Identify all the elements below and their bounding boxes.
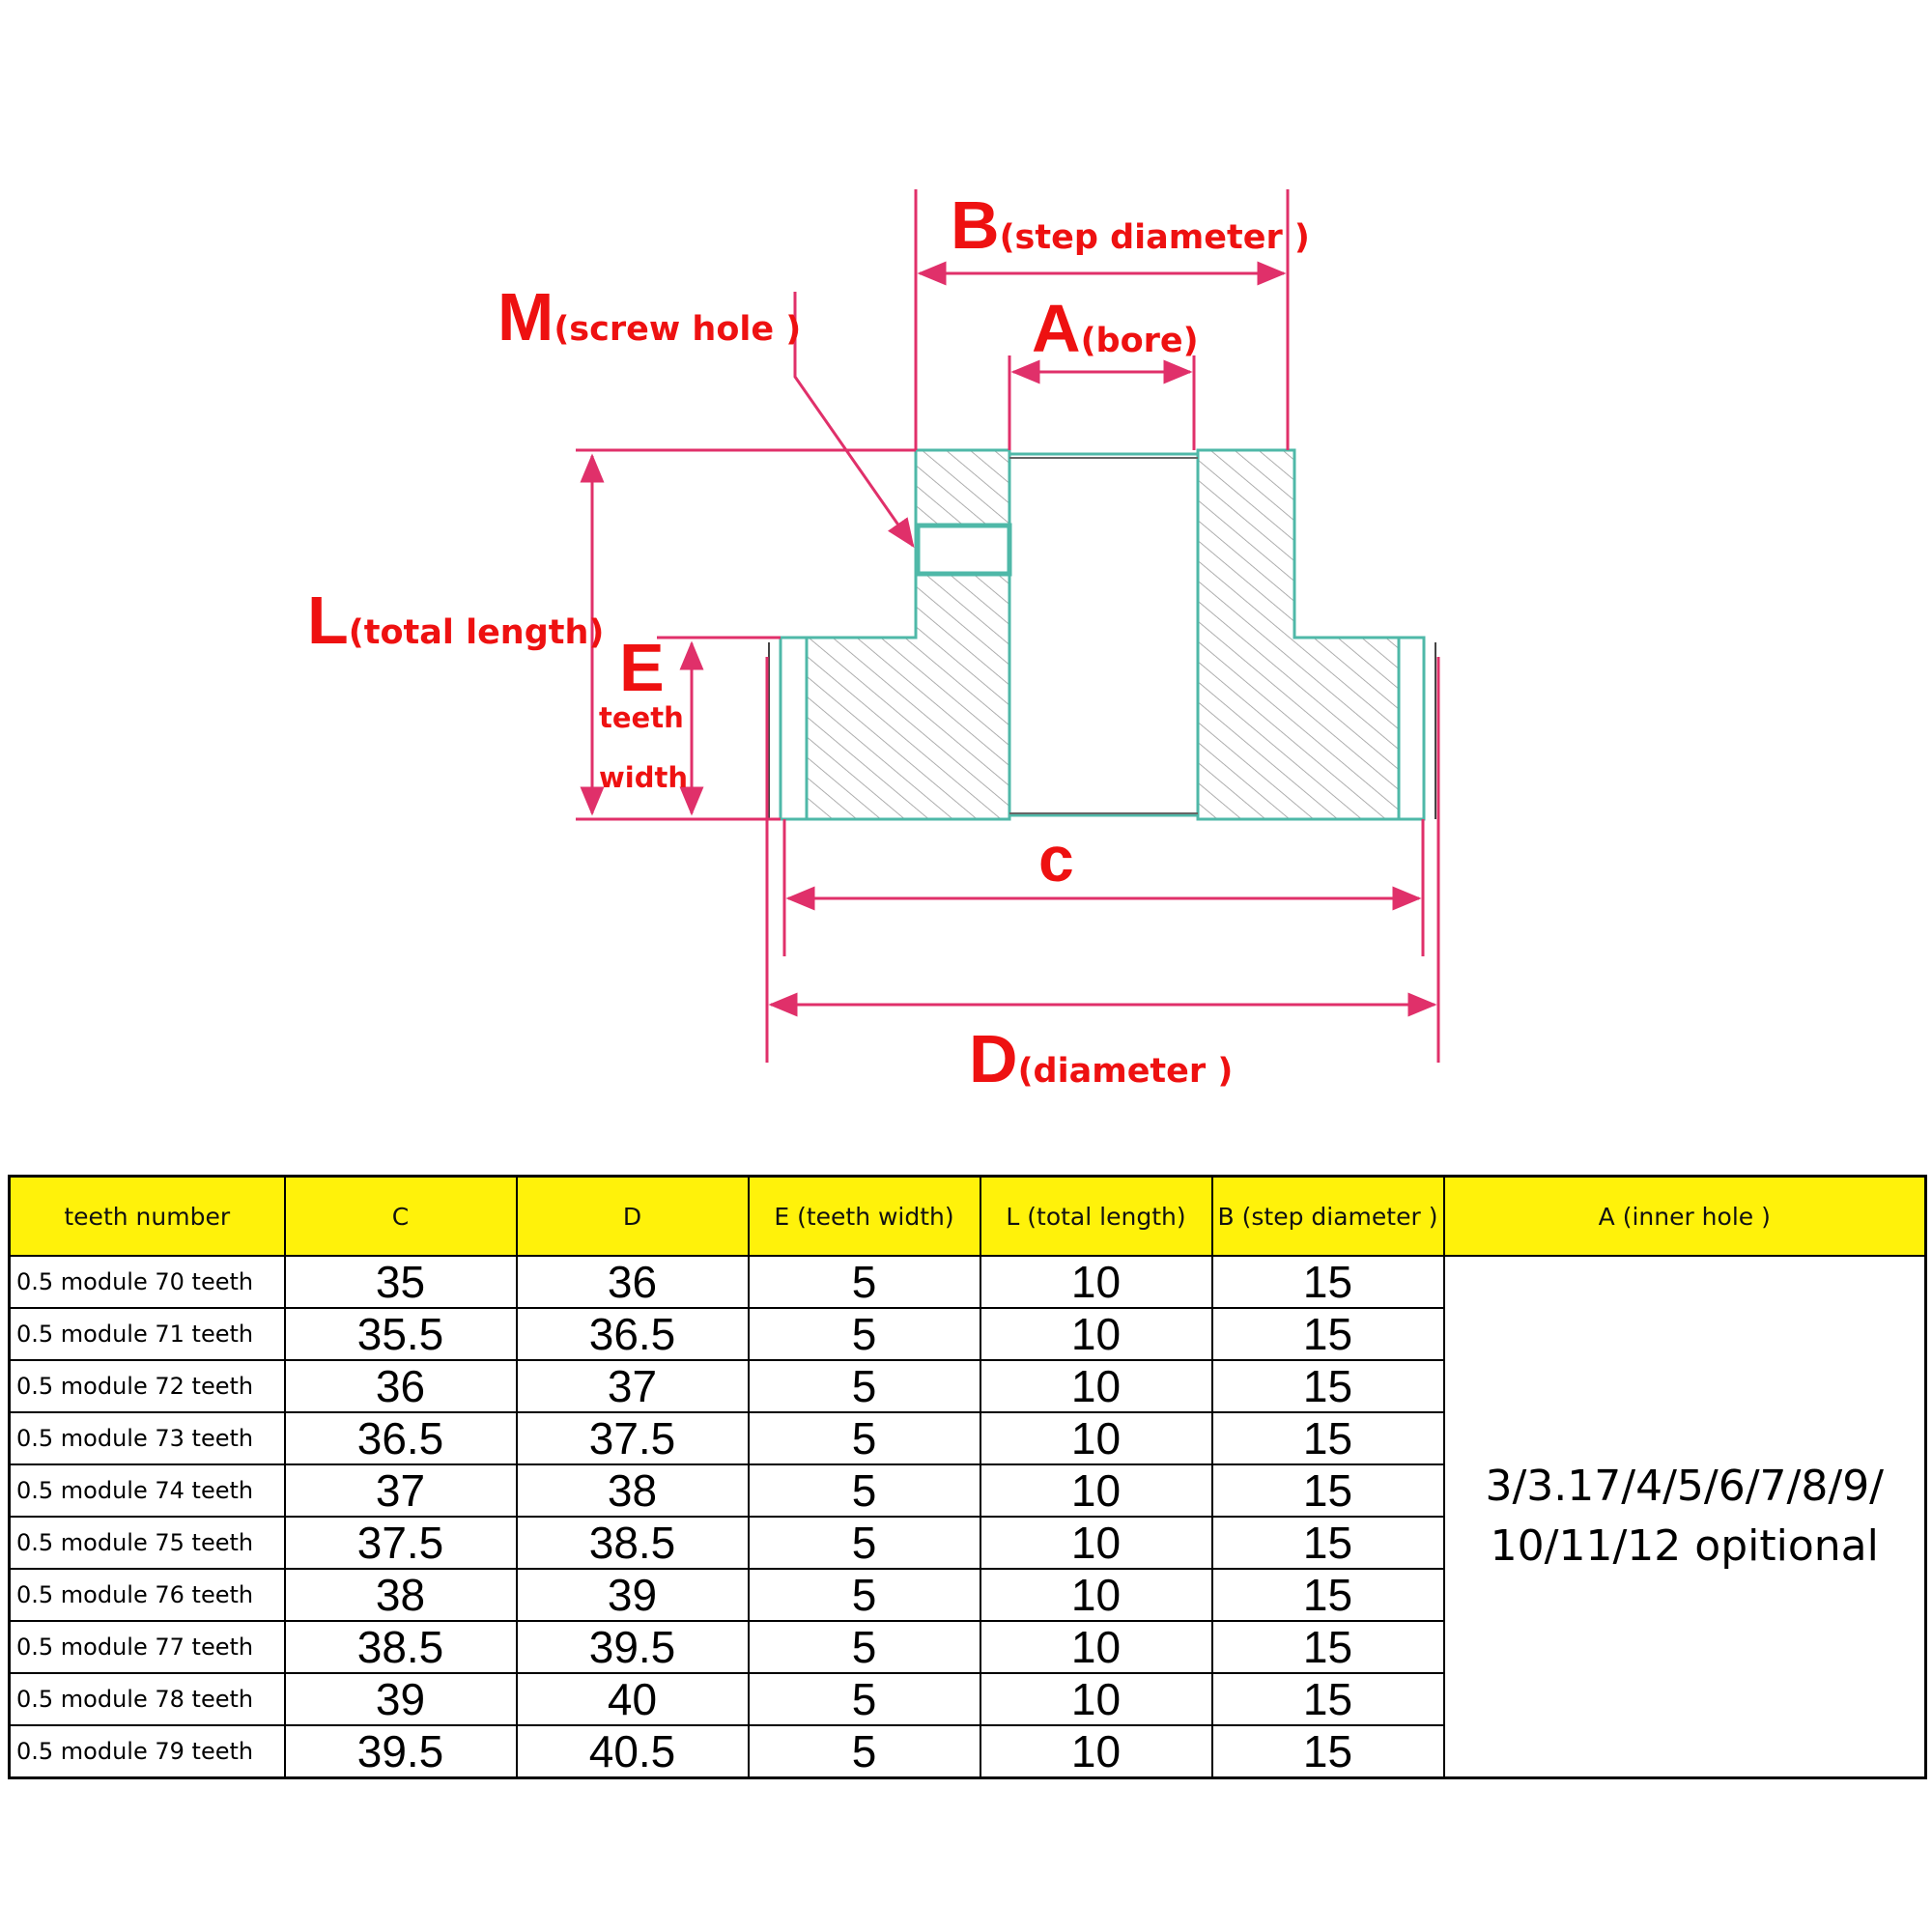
inner-hole-line1: 3/3.17/4/5/6/7/8/9/: [1485, 1462, 1885, 1511]
cell-teeth: 0.5 module 70 teeth: [8, 1255, 286, 1309]
cell-l: 10: [979, 1516, 1213, 1570]
spec-table: teeth number C D E (teeth width) L (tota…: [8, 1175, 1927, 1779]
table-row: 0.5 module 79 teeth 39.5 40.5 5 10 15: [8, 1724, 1926, 1779]
dimension-lines: [576, 189, 1440, 1063]
header-c: C: [283, 1175, 518, 1257]
cell-l: 10: [979, 1463, 1213, 1518]
gear-body-section: [768, 448, 1436, 821]
table-row: 0.5 module 72 teeth 36 37 5 10 15: [8, 1359, 1926, 1413]
table-header-row: teeth number C D E (teeth width) L (tota…: [8, 1175, 1927, 1257]
cell-teeth: 0.5 module 72 teeth: [8, 1359, 286, 1413]
table-row: 0.5 module 76 teeth 38 39 5 10 15: [8, 1568, 1926, 1622]
cell-l: 10: [979, 1307, 1213, 1361]
cell-e: 5: [747, 1411, 981, 1465]
label-c: c: [1038, 823, 1074, 895]
teeth-right: [1397, 636, 1426, 821]
cell-c: 39.5: [283, 1724, 518, 1779]
cell-b: 15: [1210, 1724, 1445, 1779]
cell-teeth: 0.5 module 73 teeth: [8, 1411, 286, 1465]
label-l: L(total length): [307, 582, 604, 658]
label-e: E: [619, 630, 665, 705]
cell-b: 15: [1210, 1359, 1445, 1413]
cell-c: 35.5: [283, 1307, 518, 1361]
cell-e: 5: [747, 1516, 981, 1570]
cell-e: 5: [747, 1255, 981, 1309]
cell-d: 39.5: [515, 1620, 750, 1674]
cell-e: 5: [747, 1620, 981, 1674]
header-b: B (step diameter ): [1210, 1175, 1445, 1257]
cell-e: 5: [747, 1672, 981, 1726]
cell-l: 10: [979, 1620, 1213, 1674]
cell-l: 10: [979, 1568, 1213, 1622]
header-d: D: [515, 1175, 750, 1257]
cell-b: 15: [1210, 1463, 1445, 1518]
table-row: 0.5 module 73 teeth 36.5 37.5 5 10 15: [8, 1411, 1926, 1465]
cell-teeth: 0.5 module 74 teeth: [8, 1463, 286, 1518]
cell-teeth: 0.5 module 75 teeth: [8, 1516, 286, 1570]
label-b: B(step diameter ): [951, 187, 1310, 263]
label-d: D(diameter ): [969, 1021, 1233, 1096]
cell-l: 10: [979, 1255, 1213, 1309]
table-row: 0.5 module 71 teeth 35.5 36.5 5 10 15: [8, 1307, 1926, 1361]
cell-d: 37: [515, 1359, 750, 1413]
cell-c: 37.5: [283, 1516, 518, 1570]
cell-d: 37.5: [515, 1411, 750, 1465]
label-e-width: width: [599, 761, 688, 794]
table-row: 0.5 module 78 teeth 39 40 5 10 15: [8, 1672, 1926, 1726]
cell-c: 35: [283, 1255, 518, 1309]
label-a: A(bore): [1032, 291, 1199, 366]
cell-l: 10: [979, 1724, 1213, 1779]
table-row: 0.5 module 74 teeth 37 38 5 10 15: [8, 1463, 1926, 1518]
cell-teeth: 0.5 module 76 teeth: [8, 1568, 286, 1622]
cell-d: 36: [515, 1255, 750, 1309]
label-m: M(screw hole ): [497, 279, 801, 355]
cell-c: 38.5: [283, 1620, 518, 1674]
header-e: E (teeth width): [747, 1175, 981, 1257]
screw-hole: [915, 523, 1012, 577]
cell-b: 15: [1210, 1672, 1445, 1726]
cell-teeth: 0.5 module 78 teeth: [8, 1672, 286, 1726]
cell-c: 36: [283, 1359, 518, 1413]
table-row: 0.5 module 70 teeth 35 36 5 10 15 3/3.17…: [8, 1255, 1927, 1779]
cell-d: 40.5: [515, 1724, 750, 1779]
gear-cross-section-diagram: B(step diameter ) M(screw hole ) A(bore)…: [307, 187, 1440, 1096]
cell-l: 10: [979, 1359, 1213, 1413]
cell-e: 5: [747, 1359, 981, 1413]
cell-b: 15: [1210, 1307, 1445, 1361]
header-l: L (total length): [979, 1175, 1213, 1257]
cell-d: 38.5: [515, 1516, 750, 1570]
cell-d: 39: [515, 1568, 750, 1622]
cell-b: 15: [1210, 1568, 1445, 1622]
table-row: 0.5 module 75 teeth 37.5 38.5 5 10 15: [8, 1516, 1926, 1570]
table-row: 0.5 module 77 teeth 38.5 39.5 5 10 15: [8, 1620, 1926, 1674]
cell-d: 38: [515, 1463, 750, 1518]
header-a: A (inner hole ): [1442, 1175, 1927, 1257]
cell-d: 36.5: [515, 1307, 750, 1361]
cell-l: 10: [979, 1672, 1213, 1726]
cell-b: 15: [1210, 1255, 1445, 1309]
teeth-left: [779, 636, 809, 821]
label-e-teeth: teeth: [599, 701, 684, 734]
bore: [1008, 452, 1200, 817]
cell-l: 10: [979, 1411, 1213, 1465]
cell-b: 15: [1210, 1411, 1445, 1465]
cell-e: 5: [747, 1568, 981, 1622]
inner-hole-line2: 10/11/12 opitional: [1490, 1521, 1879, 1571]
header-teeth-number: teeth number: [8, 1175, 286, 1257]
cell-teeth: 0.5 module 77 teeth: [8, 1620, 286, 1674]
cell-e: 5: [747, 1724, 981, 1779]
cell-c: 39: [283, 1672, 518, 1726]
cell-teeth: 0.5 module 71 teeth: [8, 1307, 286, 1361]
cell-c: 37: [283, 1463, 518, 1518]
cell-inner-hole: 3/3.17/4/5/6/7/8/9/10/11/12 opitional: [1442, 1255, 1927, 1779]
cell-d: 40: [515, 1672, 750, 1726]
cell-b: 15: [1210, 1620, 1445, 1674]
cell-b: 15: [1210, 1516, 1445, 1570]
cell-e: 5: [747, 1463, 981, 1518]
cell-e: 5: [747, 1307, 981, 1361]
cell-teeth: 0.5 module 79 teeth: [8, 1724, 286, 1779]
cell-c: 36.5: [283, 1411, 518, 1465]
cell-c: 38: [283, 1568, 518, 1622]
